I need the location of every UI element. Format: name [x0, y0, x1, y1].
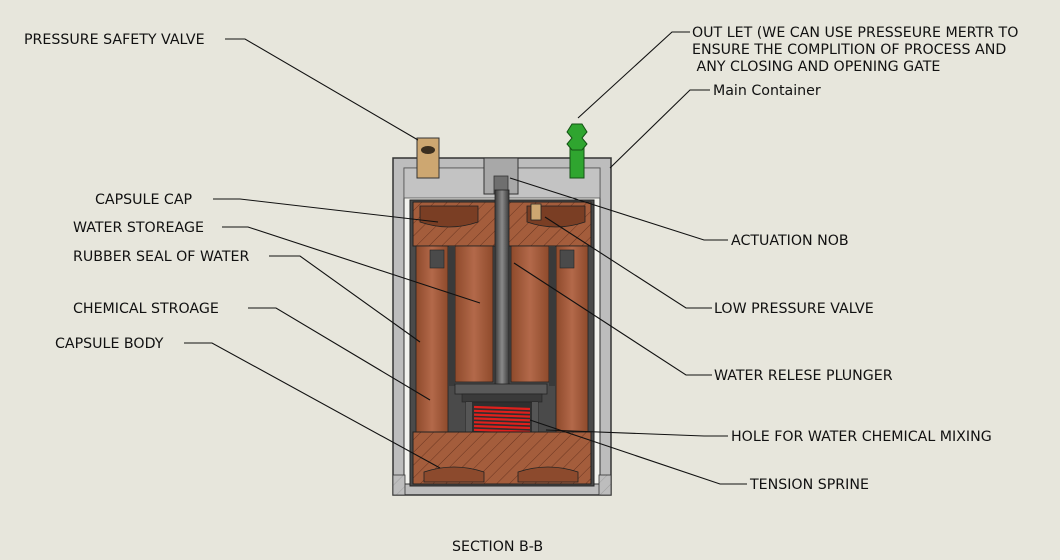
label-chemical-stroage: CHEMICAL STROAGE	[73, 301, 219, 317]
plunger-rod	[494, 189, 510, 391]
label-main-container: Main Container	[713, 83, 821, 99]
label-pressure-safety-valve: PRESSURE SAFETY VALVE	[24, 32, 205, 48]
label-tension-sprine: TENSION SPRINE	[749, 477, 869, 493]
pressure-safety-valve-part	[416, 137, 440, 179]
leader-lines	[184, 31, 747, 485]
spring-coil	[473, 417, 531, 422]
capsule-body-part	[412, 431, 592, 485]
chemical-storage-part	[415, 245, 589, 433]
tension-spring-part	[465, 401, 539, 437]
label-outlet-line1: OUT LET (WE CAN USE PRESSEURE MERTR TO	[692, 25, 1018, 41]
label-low-pressure-valve: LOW PRESSURE VALVE	[714, 301, 874, 317]
actuation-nob-part	[483, 157, 519, 195]
label-capsule-body: CAPSULE BODY	[55, 336, 164, 352]
water-storage-part	[449, 245, 555, 386]
outlet-part	[566, 123, 588, 179]
section-caption: SECTION B-B	[452, 539, 543, 555]
label-rubber-seal: RUBBER SEAL OF WATER	[73, 249, 249, 265]
low-pressure-valve-part	[530, 203, 542, 221]
spring-coil	[473, 405, 531, 411]
labels: PRESSURE SAFETY VALVE CAPSULE CAP WATER …	[24, 25, 1018, 555]
label-water-relese-plunger: WATER RELESE PLUNGER	[714, 368, 893, 384]
spring-coil	[473, 424, 531, 430]
spring-coil	[473, 428, 531, 433]
rubber-seal-part	[454, 383, 548, 403]
label-hole-for-mixing: HOLE FOR WATER CHEMICAL MIXING	[731, 429, 992, 445]
spring-coil	[473, 413, 531, 418]
spring-coil	[473, 421, 531, 426]
label-actuation-nob: ACTUATION NOB	[731, 233, 849, 249]
label-outlet-line3: ANY CLOSING AND OPENING GATE	[692, 59, 940, 75]
spring-coil	[473, 409, 531, 414]
label-capsule-cap: CAPSULE CAP	[95, 192, 193, 208]
label-outlet-line2: ENSURE THE COMPLITION OF PROCESS AND	[692, 42, 1006, 58]
label-water-storeage: WATER STOREAGE	[73, 220, 204, 236]
